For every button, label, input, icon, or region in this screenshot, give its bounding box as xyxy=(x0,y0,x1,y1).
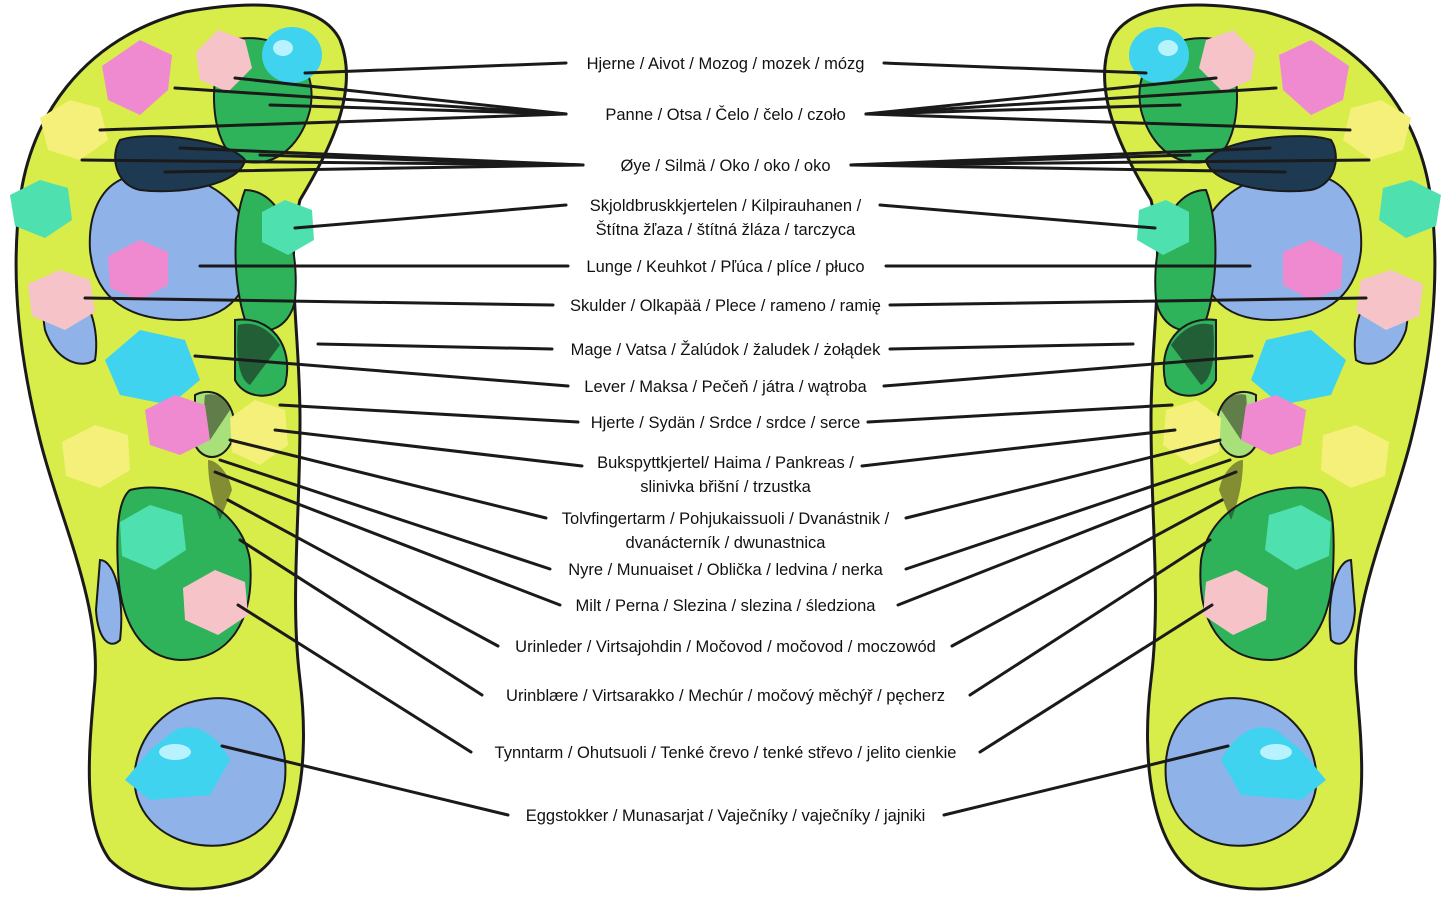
label-ovaries: Eggstokker / Munasarjat / Vaječníky / va… xyxy=(526,807,926,825)
label-line: Mage / Vatsa / Žalúdok / žaludek / żołąd… xyxy=(571,340,881,359)
label-line: Lever / Maksa / Pečeň / játra / wątroba xyxy=(584,378,867,396)
leader-line-heart-left xyxy=(280,405,578,422)
leader-line-thyroid-left xyxy=(295,205,566,228)
label-line: Skjoldbruskkjertelen / Kilpirauhanen / xyxy=(590,197,862,215)
label-pancreas: Bukspyttkjertel/ Haima / Pankreas / slini… xyxy=(597,454,854,496)
label-line: Eggstokker / Munasarjat / Vaječníky / va… xyxy=(526,807,926,825)
leader-line-heart-right xyxy=(868,405,1172,422)
labels: Hjerne / Aivot / Mozog / mozek / mózgPan… xyxy=(495,55,957,825)
label-line: Hjerte / Sydän / Srdce / srdce / serce xyxy=(591,414,861,432)
label-thyroid: Skjoldbruskkjertelen / Kilpirauhanen / Št… xyxy=(590,197,862,239)
leader-line-stomach-left xyxy=(318,344,552,349)
label-line: dvanácterník / dwunastnica xyxy=(626,534,827,552)
label-line: slinivka břišní / trzustka xyxy=(640,478,811,496)
label-eye: Øye / Silmä / Oko / oko / oko xyxy=(621,157,831,175)
leader-line-stomach-right xyxy=(890,344,1133,349)
label-spleen: Milt / Perna / Slezina / slezina / śledz… xyxy=(576,597,877,615)
label-lung: Lunge / Keuhkot / Pľúca / plíce / płuco xyxy=(586,258,864,276)
label-line: Tynntarm / Ohutsuoli / Tenké črevo / ten… xyxy=(495,744,957,762)
label-line: Bukspyttkjertel/ Haima / Pankreas / xyxy=(597,454,854,472)
label-line: Hjerne / Aivot / Mozog / mozek / mózg xyxy=(587,55,865,73)
label-line: Urinleder / Virtsajohdin / Močovod / moč… xyxy=(515,638,936,656)
left-foot xyxy=(10,5,346,889)
label-line: Panne / Otsa / Čelo / čelo / czoło xyxy=(605,105,845,124)
label-line: Tolvfingertarm / Pohjukaissuoli / Dvanás… xyxy=(562,510,890,528)
label-kidney: Nyre / Munuaiset / Oblička / ledvina / n… xyxy=(568,561,883,579)
leader-line-thyroid-right xyxy=(880,205,1155,228)
label-duodenum: Tolvfingertarm / Pohjukaissuoli / Dvanás… xyxy=(562,510,890,552)
label-line: Skulder / Olkapää / Plece / rameno / ram… xyxy=(570,297,881,315)
label-line: Štítna žľaza / štítná žláza / tarczyca xyxy=(596,220,857,239)
right-foot xyxy=(1105,5,1441,889)
label-heart: Hjerte / Sydän / Srdce / srdce / serce xyxy=(591,414,861,432)
label-brain: Hjerne / Aivot / Mozog / mozek / mózg xyxy=(587,55,865,73)
leader-line-pancreas-right xyxy=(862,430,1175,466)
label-liver: Lever / Maksa / Pečeň / játra / wątroba xyxy=(584,378,867,396)
label-forehead: Panne / Otsa / Čelo / čelo / czoło xyxy=(605,105,845,124)
label-stomach: Mage / Vatsa / Žalúdok / žaludek / żołąd… xyxy=(571,340,881,359)
label-line: Urinblære / Virtsarakko / Mechúr / močov… xyxy=(506,687,945,705)
label-line: Nyre / Munuaiset / Oblička / ledvina / n… xyxy=(568,561,883,579)
label-small-intestine: Tynntarm / Ohutsuoli / Tenké črevo / ten… xyxy=(495,744,957,762)
label-shoulder: Skulder / Olkapää / Plece / rameno / ram… xyxy=(570,297,881,315)
label-line: Lunge / Keuhkot / Pľúca / plíce / płuco xyxy=(586,258,864,276)
label-line: Øye / Silmä / Oko / oko / oko xyxy=(621,157,831,175)
label-ureter: Urinleder / Virtsajohdin / Močovod / moč… xyxy=(515,638,936,656)
label-bladder: Urinblære / Virtsarakko / Mechúr / močov… xyxy=(506,687,945,705)
label-line: Milt / Perna / Slezina / slezina / śledz… xyxy=(576,597,877,615)
leader-line-pancreas-left xyxy=(275,430,582,466)
